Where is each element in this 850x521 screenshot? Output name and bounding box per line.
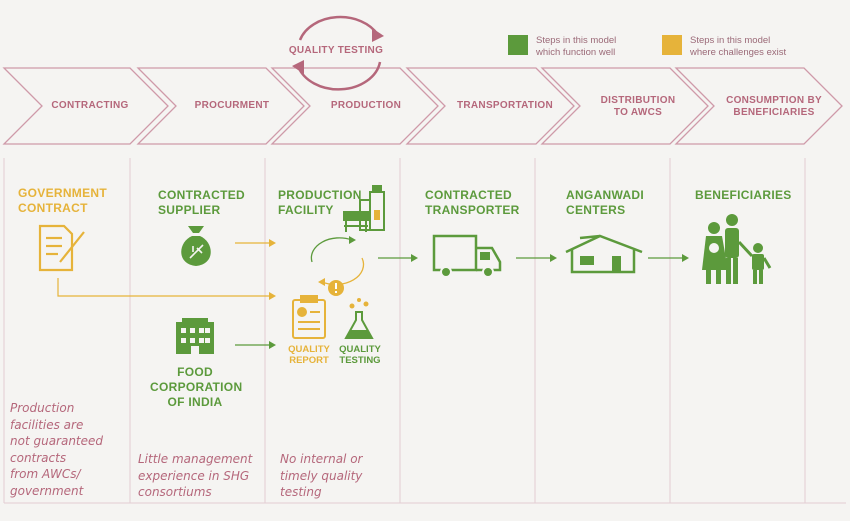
beneficiaries-heading: BENEFICIARIES	[695, 188, 792, 202]
baby-icon	[709, 243, 719, 253]
lab-flask-icon	[344, 298, 374, 339]
chevron-distribution	[540, 67, 709, 145]
stage-transportation: TRANSPORTATION	[456, 100, 554, 111]
column-lines	[4, 158, 846, 504]
stage-procurement: PROCURMENT	[194, 100, 270, 111]
chevron-transportation	[405, 67, 575, 145]
truck-icon	[432, 234, 502, 272]
quality-report-icon	[292, 295, 326, 339]
legend-green-text: Steps in this model which function well	[536, 35, 617, 58]
note-production: No internal or timely quality testing	[280, 452, 363, 499]
factory-machine-icon	[343, 185, 385, 232]
chevron-production	[270, 67, 439, 145]
quality-testing-label: QUALITY TESTING	[339, 344, 381, 366]
cycle-label: QUALITY TESTING	[288, 45, 384, 56]
government-contract-heading: GOVERNMENT CONTRACT	[18, 186, 108, 215]
legend-green-swatch	[508, 35, 528, 55]
family-icon	[702, 214, 772, 284]
anganwadi-house-icon	[565, 234, 643, 274]
note-procurement: Little management experience in SHG cons…	[138, 452, 253, 499]
chevron-consumption	[674, 67, 843, 145]
legend-yellow-text: Steps in this model where challenges exi…	[690, 35, 787, 58]
stage-distribution: DISTRIBUTION TO AWCS	[600, 95, 676, 118]
production-facility-heading: PRODUCTION FACILITY	[278, 188, 362, 217]
chevron-procurement	[136, 67, 305, 145]
yellow-arrows	[57, 242, 272, 297]
stage-contracting: CONTRACTING	[51, 100, 129, 111]
legend-yellow-swatch	[662, 35, 682, 55]
supplier-sack-icon	[181, 226, 211, 266]
fci-heading: FOOD CORPORATION OF INDIA	[150, 365, 243, 409]
chevron-contracting	[2, 67, 169, 145]
quality-report-label: QUALITY REPORT	[288, 344, 330, 366]
anganwadi-centers-heading: ANGANWADI CENTERS	[566, 188, 645, 217]
note-contracting: Production facilities are not guaranteed…	[10, 401, 104, 498]
stage-production: PRODUCTION	[330, 100, 402, 111]
contracted-transporter-heading: CONTRACTED TRANSPORTER	[425, 188, 520, 217]
contract-document-icon	[38, 224, 85, 272]
stage-consumption: CONSUMPTION BY BENEFICIARIES	[726, 95, 822, 118]
quality-cycle-icon	[296, 15, 382, 91]
green-arrows	[235, 257, 685, 346]
stage-chevrons	[2, 67, 843, 145]
contracted-supplier-heading: CONTRACTED SUPPLIER	[158, 188, 245, 217]
internal-loop-icon	[310, 236, 365, 296]
